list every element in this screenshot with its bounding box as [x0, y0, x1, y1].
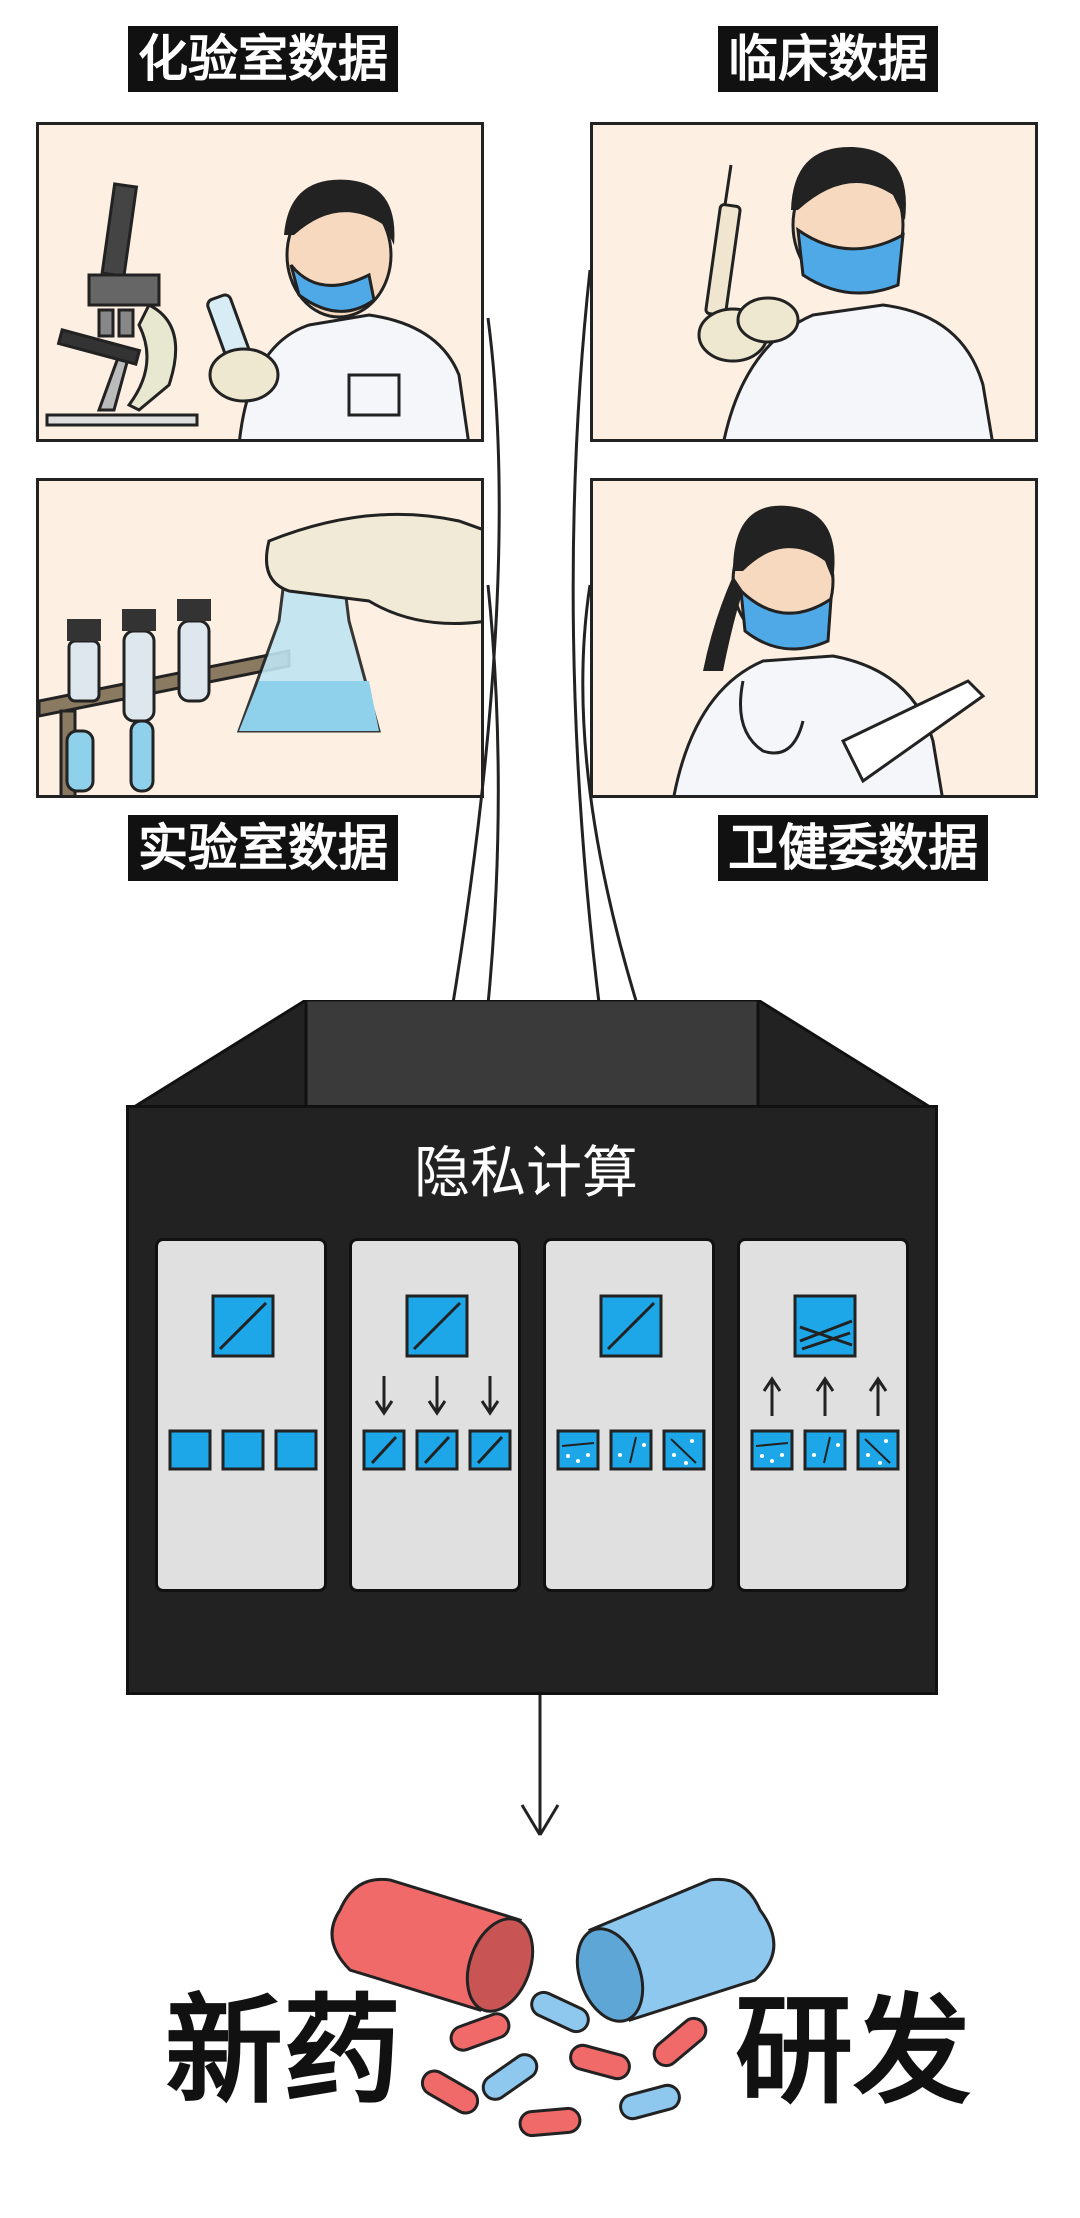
panel-clinical-doctor	[590, 122, 1038, 442]
arrow-health-to-box	[581, 584, 657, 1061]
stage-1-diagram	[168, 1294, 318, 1471]
pills-illustration	[330, 1877, 776, 2138]
laboratory-illustration	[39, 512, 481, 795]
box-title: 隐私计算	[414, 1141, 638, 1206]
label-lab-test-data: 化验室数据	[128, 26, 398, 92]
privacy-computing-box: 隐私计算	[126, 1105, 938, 1695]
headline-new-drug: 新药	[165, 1982, 402, 2120]
computation-stage-3	[543, 1238, 715, 1592]
computation-stage-4	[737, 1238, 909, 1592]
panel-laboratory	[36, 478, 484, 798]
stage-2-diagram	[362, 1294, 512, 1471]
computation-stage-2	[349, 1238, 521, 1592]
arrow-laboratory-to-box	[483, 584, 500, 1036]
label-clinical-data: 临床数据	[718, 26, 938, 92]
arrow-clinical-to-box	[571, 269, 607, 1051]
health-commission-doctor-illustration	[672, 505, 986, 795]
computation-stage-1	[155, 1238, 327, 1592]
headline-development: 研发	[735, 1982, 972, 2120]
stage-4-diagram	[750, 1294, 900, 1471]
label-laboratory-data: 实验室数据	[128, 815, 398, 881]
panel-lab-technician	[36, 122, 484, 442]
stage-3-diagram	[556, 1294, 706, 1471]
panel-health-commission	[590, 478, 1038, 798]
box-lid	[126, 1000, 938, 1112]
label-health-commission-data: 卫健委数据	[718, 815, 988, 881]
lab-technician-illustration	[45, 179, 470, 439]
clinical-doctor-illustration	[697, 146, 994, 439]
